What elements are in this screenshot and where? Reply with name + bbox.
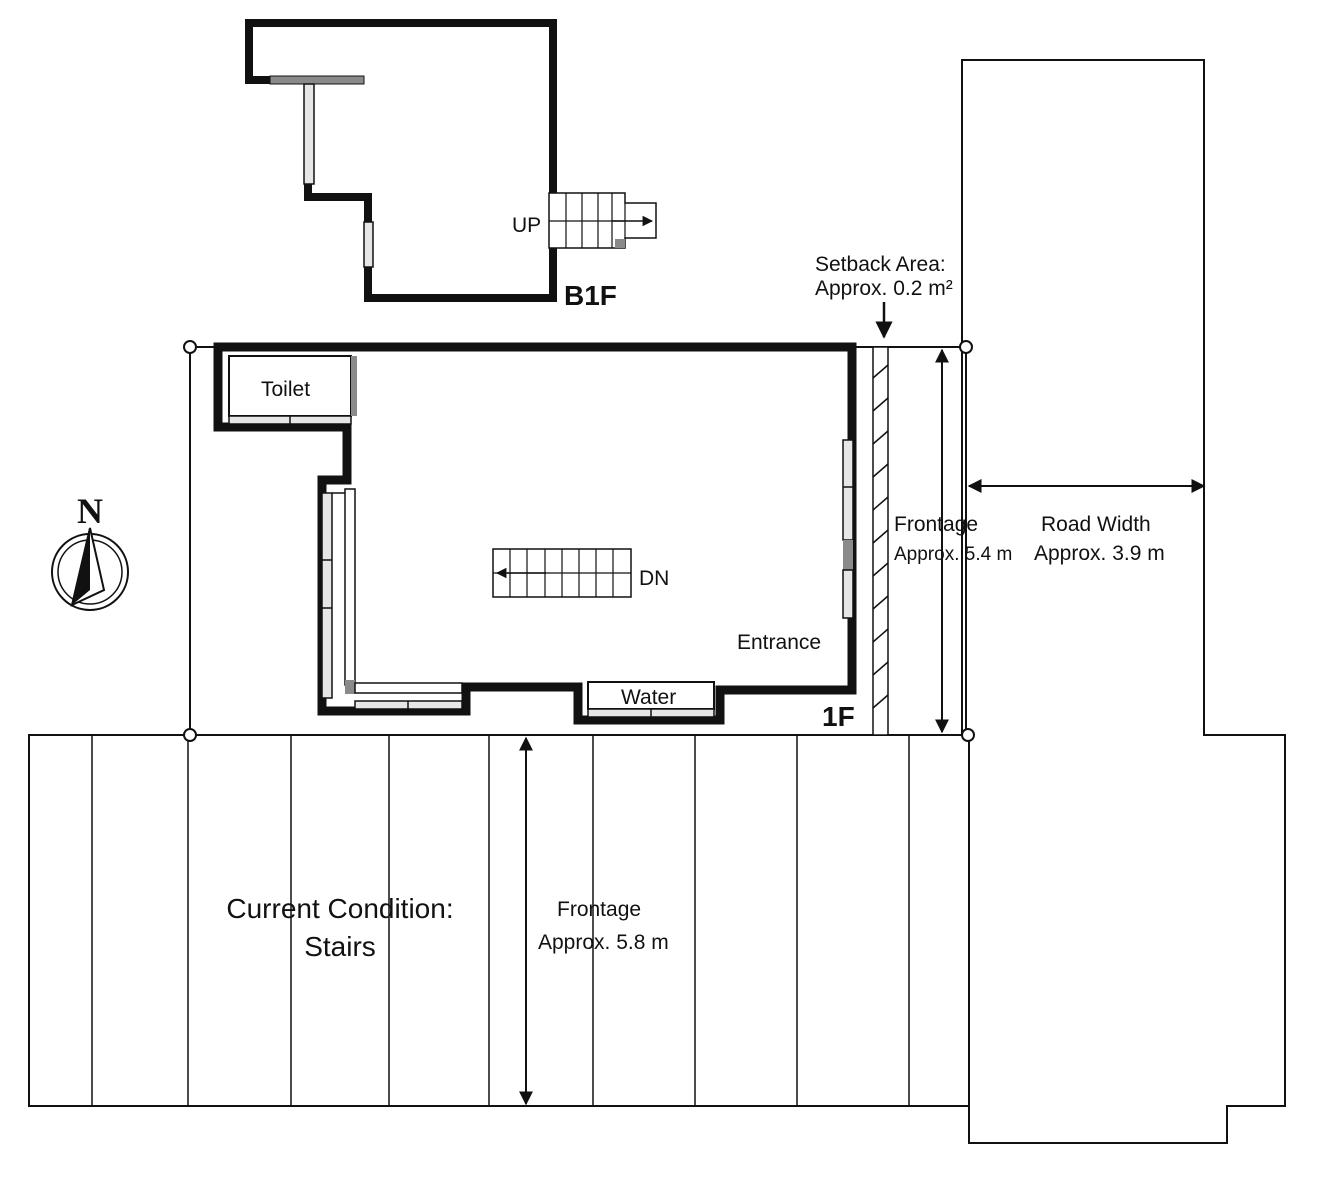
south-stairs-area bbox=[28, 734, 970, 1107]
west-window bbox=[321, 488, 356, 699]
building-1f bbox=[213, 342, 857, 725]
current-condition-label-line2: Stairs bbox=[304, 931, 376, 962]
water-label: Water bbox=[621, 686, 676, 709]
south-frontage-label-line2: Approx. 5.8 m bbox=[538, 931, 669, 954]
compass-north-label: N bbox=[77, 491, 103, 531]
toilet-room bbox=[228, 355, 357, 425]
road-width-label-line2: Approx. 3.9 m bbox=[1034, 542, 1165, 565]
south-window bbox=[354, 682, 463, 710]
stairs-1f bbox=[492, 548, 632, 598]
road-east bbox=[961, 59, 1286, 1144]
setback-label-line1: Setback Area: bbox=[815, 253, 946, 276]
stairs-b1f bbox=[548, 192, 657, 249]
building-b1f bbox=[245, 19, 657, 302]
1f-stairs-label: DN bbox=[639, 567, 669, 590]
1f-floor-label: 1F bbox=[822, 701, 855, 732]
east-window bbox=[842, 439, 854, 619]
entrance-label: Entrance bbox=[737, 631, 821, 654]
east-frontage-label-line2: Approx. 5.4 m bbox=[894, 544, 1012, 565]
north-arrow-icon: N bbox=[51, 491, 129, 611]
road-width-label-line1: Road Width bbox=[1041, 513, 1151, 536]
setback-label-line2: Approx. 0.2 m² bbox=[815, 277, 953, 300]
toilet-label: Toilet bbox=[261, 378, 310, 401]
b1f-floor-label: B1F bbox=[564, 280, 617, 311]
south-frontage-label-line1: Frontage bbox=[557, 898, 641, 921]
east-frontage-label-line1: Frontage bbox=[894, 513, 978, 536]
current-condition-label-line1: Current Condition: bbox=[226, 893, 453, 924]
water-room bbox=[587, 681, 715, 718]
b1f-stairs-label: UP bbox=[512, 214, 541, 237]
setback-strip bbox=[872, 302, 893, 736]
